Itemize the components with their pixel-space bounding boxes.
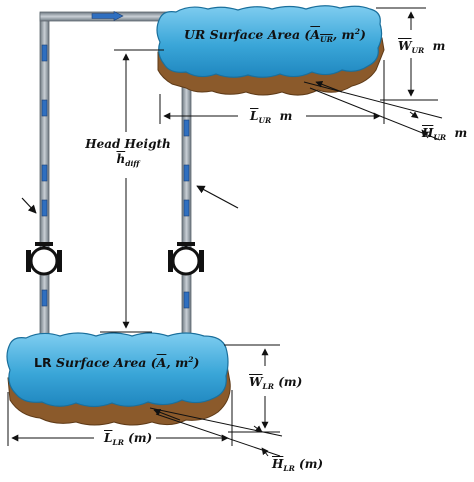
flow-arrows: [41, 11, 190, 309]
h-ur-label: HUR m: [422, 126, 468, 142]
h-lr-label: HLR (m): [272, 457, 324, 473]
right-pipe-pointer: [196, 185, 239, 209]
valve-icon: [168, 242, 204, 276]
flow-arrow-icon: [91, 11, 124, 21]
l-ur-label: LUR m: [250, 109, 293, 125]
flow-arrow-icon: [41, 289, 48, 307]
left-pipe-pointer: [21, 197, 37, 214]
flow-arrow-icon: [41, 44, 48, 62]
lr-soil-leader: [153, 408, 181, 421]
lr-surface-area-label: LR Surface Area (A, m2): [34, 355, 200, 371]
flow-arrow-icon: [41, 99, 48, 117]
flow-arrow-icon: [41, 164, 48, 182]
h-ur-dimension: [409, 111, 419, 119]
l-lr-label: LLR (m): [104, 431, 153, 447]
upper-reservoir: [156, 5, 385, 96]
head-height-title: Head Heigth: [85, 137, 171, 151]
flow-arrow-icon: [183, 119, 190, 137]
lower-reservoir: [6, 332, 231, 426]
w-ur-label: WUR m: [398, 39, 446, 55]
h-lr-dimension: [253, 425, 263, 433]
ur-area-symbol: AUR: [310, 27, 333, 45]
lower-reservoir-water: [6, 332, 229, 408]
dimension-lines: [7, 7, 443, 457]
valve-icon: [26, 242, 62, 276]
head-height-symbol: hdiff: [116, 152, 140, 168]
ur-soil-leader: [315, 80, 343, 93]
flow-arrow-icon: [183, 291, 190, 309]
ur-surface-area-label: UR Surface Area (AUR, m2): [184, 27, 366, 45]
flow-arrow-icon: [183, 164, 190, 182]
flow-arrow-icon: [183, 199, 190, 217]
ur-area-prefix: UR Surface Area (: [184, 27, 311, 43]
w-lr-label: WLR (m): [249, 375, 303, 391]
upper-reservoir-water: [156, 5, 383, 78]
flow-arrow-icon: [41, 199, 48, 217]
head-height-label: Head Heigth hdiff: [84, 138, 172, 168]
